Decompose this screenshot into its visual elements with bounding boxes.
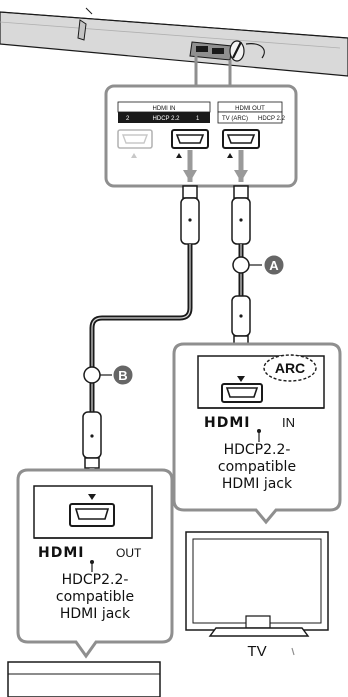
hdmi-in-header: HDMI IN bbox=[153, 106, 176, 112]
tv-jack-description: HDCP2.2- compatible HDMI jack bbox=[180, 442, 334, 492]
hdmi-out-hdcp-label: HDCP 2.2 bbox=[258, 116, 286, 122]
hdmi-out-header: HDMI OUT bbox=[235, 106, 265, 112]
hdmi-in-2-port bbox=[117, 129, 153, 158]
source-device-illustration bbox=[7, 661, 161, 697]
cable-hook-icon bbox=[229, 40, 265, 62]
hdmi-out-arc-port bbox=[222, 129, 260, 158]
hdmi-in-1-port bbox=[171, 129, 209, 158]
source-desc-line-1: HDCP2.2- bbox=[61, 572, 129, 588]
cable-a-label: A bbox=[269, 258, 279, 273]
tv-hdmi-logo: HDMI bbox=[204, 415, 250, 431]
tv-desc-line-1: HDCP2.2- bbox=[223, 442, 291, 458]
tv-port-label: IN bbox=[282, 415, 295, 430]
callout-leader bbox=[194, 56, 232, 86]
arc-badge: ARC bbox=[263, 354, 317, 382]
source-hdmi-out-port bbox=[69, 494, 115, 527]
hdmi-cable-b bbox=[82, 150, 200, 492]
port-2-label: 2 bbox=[126, 116, 130, 122]
tv-label: TV bbox=[247, 643, 266, 660]
source-desc-line-3: HDMI jack bbox=[59, 605, 131, 622]
cable-b-marker: B bbox=[112, 364, 134, 386]
hdmi-out-label-block: HDMI OUT TV (ARC) HDCP 2.2 bbox=[217, 101, 286, 124]
port-1-label: 1 bbox=[196, 116, 200, 122]
hdmi-in-hdcp-label: HDCP 2.2 bbox=[153, 116, 181, 122]
tv-desc-line-3: HDMI jack bbox=[221, 475, 293, 492]
arc-label: ARC bbox=[275, 360, 305, 376]
hdmi-cable-a bbox=[231, 150, 262, 374]
soundbar bbox=[0, 7, 348, 77]
source-hdmi-callout: HDMI OUT bbox=[16, 468, 174, 659]
tv-desc-line-2: compatible bbox=[217, 458, 297, 475]
source-hdmi-logo: HDMI bbox=[38, 545, 84, 561]
cable-a-marker: A bbox=[263, 254, 285, 276]
source-desc-line-2: compatible bbox=[55, 588, 135, 605]
tv-illustration: TV bbox=[185, 531, 329, 660]
cable-b-label: B bbox=[118, 368, 127, 383]
hdmi-in-label-block: HDMI IN 2 HDCP 2.2 1 bbox=[117, 101, 211, 123]
source-jack-description: HDCP2.2- compatible HDMI jack bbox=[22, 572, 168, 622]
source-port-label: OUT bbox=[116, 546, 142, 560]
hdmi-out-arc-label: TV (ARC) bbox=[222, 116, 248, 122]
wall-bracket-icon bbox=[77, 7, 93, 41]
soundbar-rear-panel: HDMI IN 2 HDCP 2.2 1 HDMI OUT TV (ARC) H… bbox=[104, 84, 298, 188]
tv-hdmi-callout: ARC HDMI IN bbox=[172, 342, 342, 525]
tv-hdmi-in-port bbox=[221, 376, 263, 403]
